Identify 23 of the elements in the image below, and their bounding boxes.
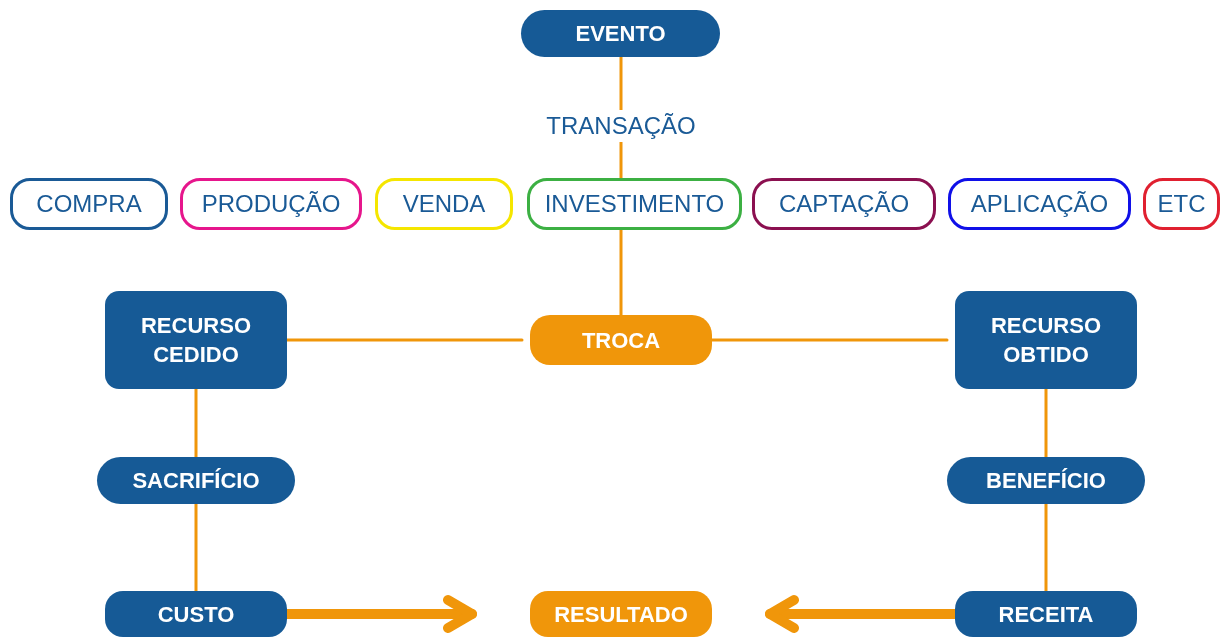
category-box: PRODUÇÃO	[180, 178, 362, 230]
rounded-box: RECURSO OBTIDO	[955, 291, 1137, 389]
category-box: VENDA	[375, 178, 513, 230]
rounded-box: CUSTO	[105, 591, 287, 637]
category-box: APLICAÇÃO	[948, 178, 1131, 230]
connector-line	[285, 338, 524, 342]
rounded-box: RESULTADO	[530, 591, 712, 637]
rounded-box: RECEITA	[955, 591, 1137, 637]
rounded-box: BENEFÍCIO	[947, 457, 1145, 504]
connector-line	[619, 228, 623, 317]
category-box: ETC	[1143, 178, 1220, 230]
connector-line	[1044, 387, 1048, 459]
rounded-box: RECURSO CEDIDO	[105, 291, 287, 389]
rounded-box: TROCA	[530, 315, 712, 365]
connector-line	[194, 387, 198, 459]
connector-line	[1044, 502, 1048, 593]
connector-line	[194, 502, 198, 593]
category-box: INVESTIMENTO	[527, 178, 742, 230]
rounded-box: SACRIFÍCIO	[97, 457, 295, 504]
connector-line	[710, 338, 949, 342]
category-box: CAPTAÇÃO	[752, 178, 936, 230]
rounded-box: EVENTO	[521, 10, 720, 57]
category-box: COMPRA	[10, 178, 168, 230]
